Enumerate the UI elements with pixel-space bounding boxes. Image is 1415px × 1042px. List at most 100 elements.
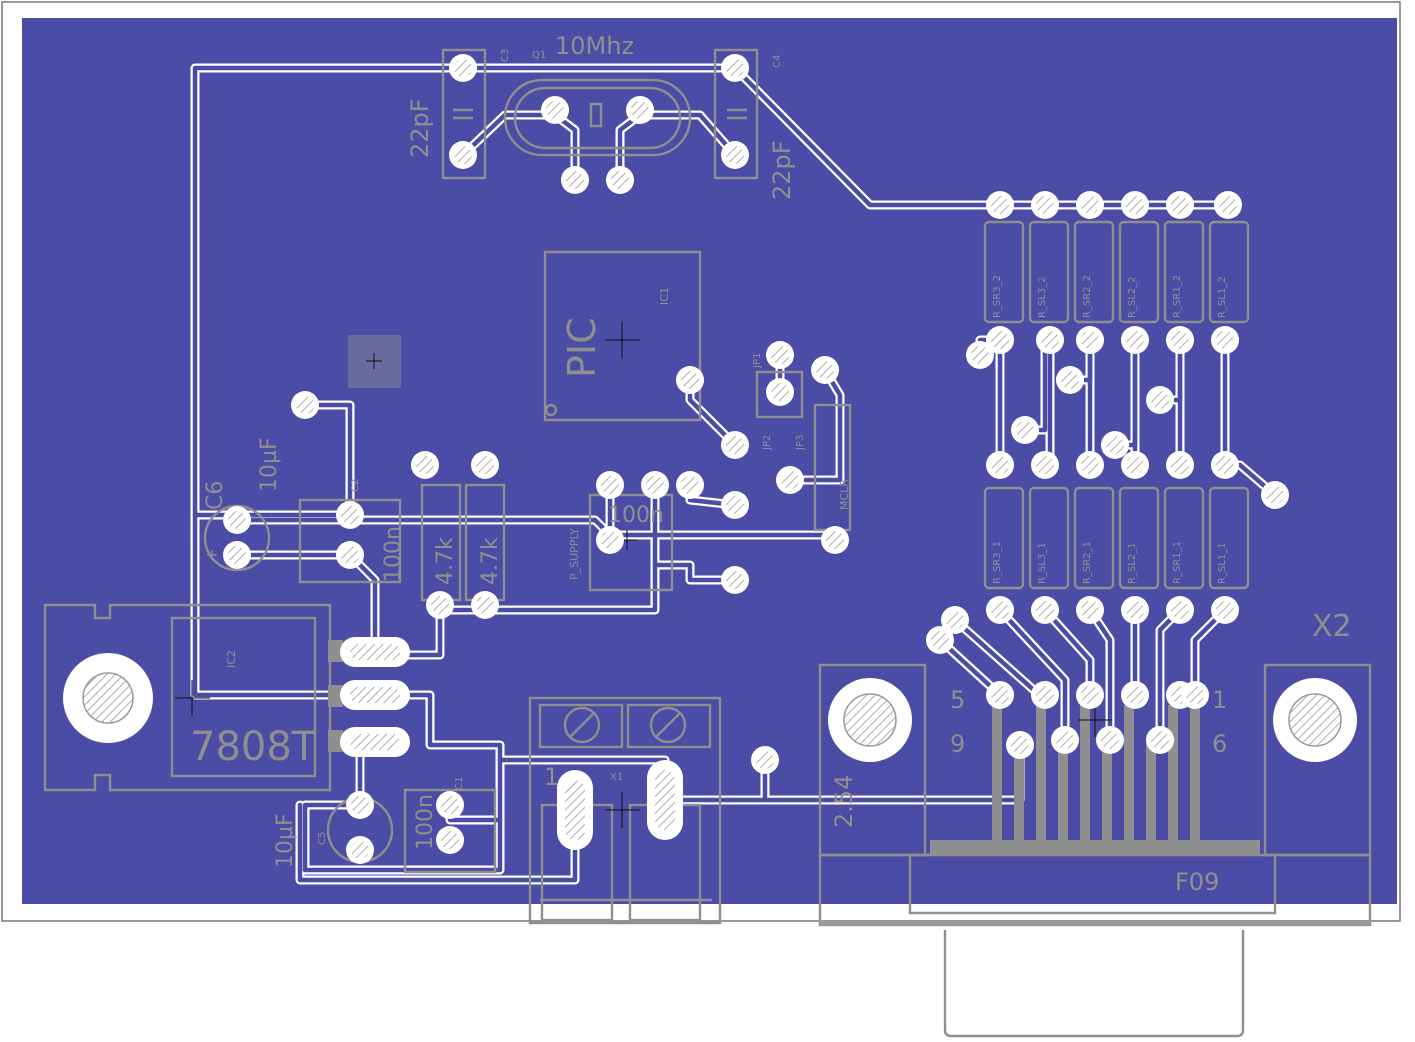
pad-drill bbox=[681, 371, 699, 389]
svg-text:+: + bbox=[205, 545, 218, 564]
pad-drill bbox=[431, 596, 449, 614]
pad-drill bbox=[1011, 736, 1029, 754]
pad-drill bbox=[646, 476, 664, 494]
x2-value: F09 bbox=[1175, 868, 1219, 896]
pad-drill bbox=[1106, 436, 1124, 454]
jp2-label: JP2 bbox=[762, 435, 773, 451]
pad-drill bbox=[1126, 196, 1144, 214]
c3-value: 22pF bbox=[406, 98, 434, 158]
pads bbox=[223, 54, 1289, 864]
jp1-label: JP1 bbox=[752, 353, 763, 369]
pad-drill bbox=[341, 546, 359, 564]
pad-drill bbox=[991, 686, 1009, 704]
ic2-label: IC2 bbox=[225, 650, 238, 668]
pad-drill bbox=[441, 796, 459, 814]
crystal-q1: 10Mhz Q1 C3 C4 22pF 22pF bbox=[406, 32, 796, 200]
pad-drill bbox=[726, 146, 744, 164]
pad-drill bbox=[1151, 731, 1169, 749]
resistor-label: R_SL2_2 bbox=[1127, 276, 1138, 318]
r-pull2-value: 4.7k bbox=[478, 537, 503, 585]
pin5-label: 5 bbox=[950, 686, 965, 714]
pad-drill bbox=[601, 531, 619, 549]
pad-drill bbox=[1101, 731, 1119, 749]
pin1-label: 1 bbox=[1212, 686, 1227, 714]
pad-drill bbox=[1171, 456, 1189, 474]
spacing-label: 2.54 bbox=[830, 775, 858, 828]
pad-drill bbox=[991, 601, 1009, 619]
pad-drill bbox=[931, 631, 949, 649]
resistor-label: R_SR3_2 bbox=[992, 275, 1003, 318]
pad-drill bbox=[1056, 731, 1074, 749]
c3-label: C3 bbox=[500, 49, 511, 62]
pad-drill bbox=[991, 196, 1009, 214]
pad-drill bbox=[1126, 686, 1144, 704]
pad-drill bbox=[350, 687, 400, 703]
ic2-regulator: 7808T IC2 bbox=[43, 603, 343, 792]
pad-drill bbox=[1081, 456, 1099, 474]
pad-drill bbox=[1151, 391, 1169, 409]
pad-drill bbox=[1266, 486, 1284, 504]
pad-drill bbox=[771, 346, 789, 364]
resistor-label: R_SR3_1 bbox=[992, 541, 1003, 584]
crystal-label: 10Mhz bbox=[555, 32, 634, 60]
resistor-label: R_SR2_1 bbox=[1082, 541, 1093, 584]
pad-drill bbox=[1171, 196, 1189, 214]
pad-drill bbox=[601, 476, 619, 494]
pad-drill bbox=[565, 780, 585, 840]
resistor-label: R_SL1_1 bbox=[1217, 542, 1228, 584]
x1-label: X1 bbox=[610, 772, 623, 783]
pad-drill bbox=[1036, 196, 1054, 214]
pad-drill bbox=[1081, 331, 1099, 349]
x1-pin1-label: 1 bbox=[544, 763, 559, 791]
ic1-pic: PIC IC1 bbox=[543, 250, 702, 422]
p-supply-label: P_SUPPLY bbox=[568, 528, 581, 580]
ic1-label: IC1 bbox=[658, 287, 671, 305]
pad-drill bbox=[1081, 601, 1099, 619]
resistor-array: R_SR3_2 R_SL3_2 R_SR2_2 R_SL2_2 R_SR1_2 … bbox=[983, 220, 1250, 590]
pad-drill bbox=[946, 611, 964, 629]
resistor-label: R_SR2_2 bbox=[1082, 275, 1093, 318]
pad-drill bbox=[681, 476, 699, 494]
ic1-value: PIC bbox=[560, 317, 604, 378]
x2-label: X2 bbox=[1312, 609, 1352, 644]
pad-drill bbox=[1186, 686, 1204, 704]
pad-drill bbox=[1016, 421, 1034, 439]
c2-value: 100n bbox=[381, 526, 406, 582]
c1-value: 100n bbox=[413, 794, 438, 850]
pad-drill bbox=[826, 531, 844, 549]
pad-drill bbox=[1036, 686, 1054, 704]
resistor-label: R_SL3_1 bbox=[1037, 542, 1048, 584]
pad-drill bbox=[781, 471, 799, 489]
c4-value: 22pF bbox=[768, 140, 796, 200]
c5-value: 10µF bbox=[273, 813, 298, 868]
pad-drill bbox=[771, 383, 789, 401]
pad-drill bbox=[971, 346, 989, 364]
pad-drill bbox=[611, 171, 629, 189]
q1-label: Q1 bbox=[532, 50, 546, 61]
pad-drill bbox=[726, 436, 744, 454]
pad-drill bbox=[655, 770, 675, 830]
c4-label: C4 bbox=[772, 55, 783, 68]
pad-drill bbox=[296, 396, 314, 414]
r-pull1-value: 4.7k bbox=[433, 537, 458, 585]
pad-drill bbox=[476, 456, 494, 474]
pad-drill bbox=[1216, 331, 1234, 349]
pad-drill bbox=[228, 546, 246, 564]
c7-value: 100n bbox=[608, 503, 664, 528]
pad-drill bbox=[566, 171, 584, 189]
c6-value: 10µF bbox=[257, 437, 282, 492]
pin6-label: 6 bbox=[1212, 730, 1227, 758]
pad-drill bbox=[1081, 686, 1099, 704]
pad-drill bbox=[816, 361, 834, 379]
pad-drill bbox=[454, 146, 472, 164]
pad-drill bbox=[1219, 196, 1237, 214]
ic2-value: 7808T bbox=[190, 724, 317, 770]
pad-drill bbox=[351, 796, 369, 814]
pad-drill bbox=[351, 841, 369, 859]
resistor-label: R_SL1_2 bbox=[1217, 276, 1228, 318]
pad-drill bbox=[726, 496, 744, 514]
pad-drill bbox=[454, 59, 472, 77]
pad-drill bbox=[631, 101, 649, 119]
c6-label: C6 bbox=[203, 481, 228, 510]
mclr-label: MCLR bbox=[838, 479, 851, 510]
